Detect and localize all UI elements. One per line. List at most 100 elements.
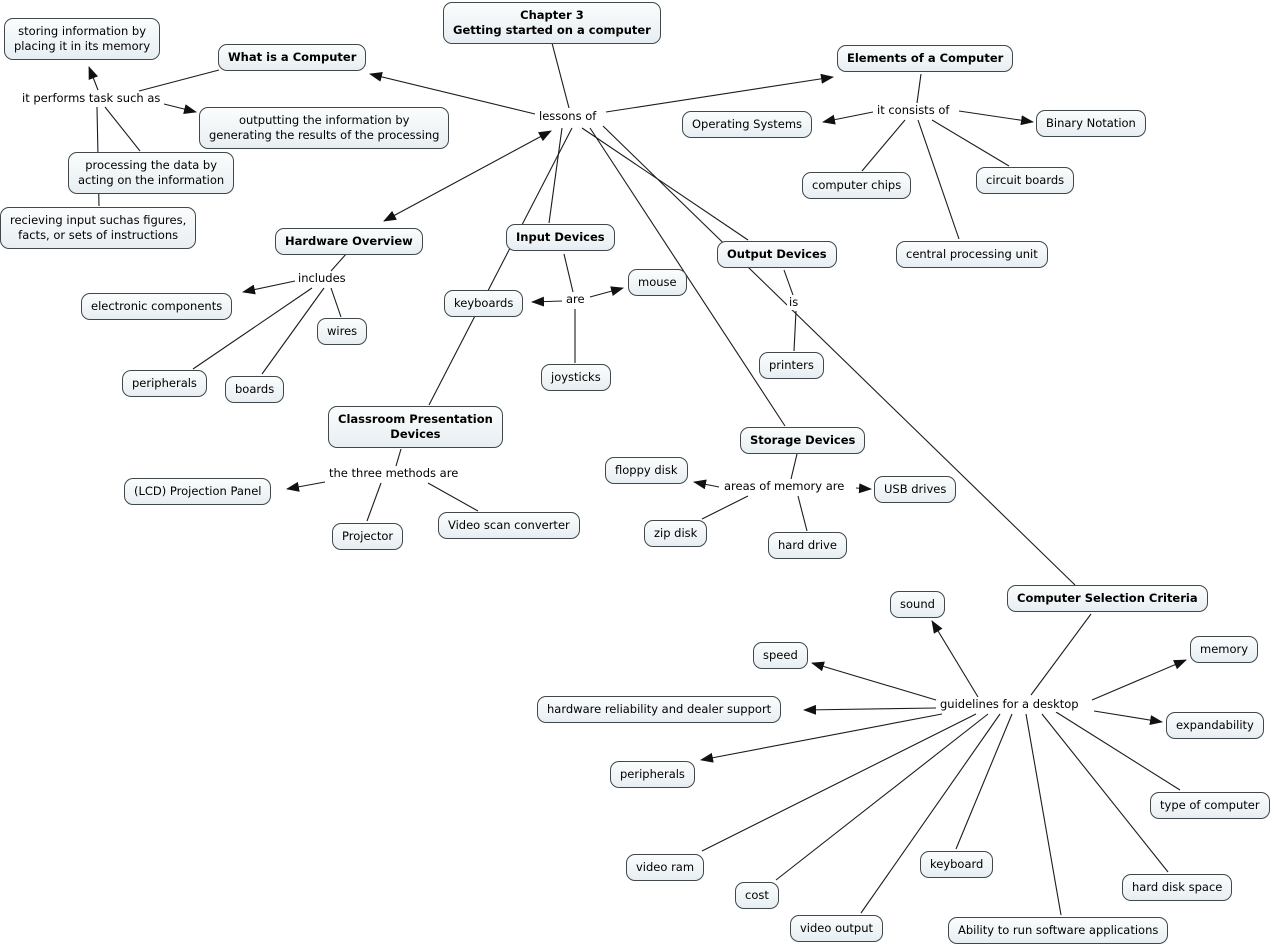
edge-csc-guidelines [1030,613,1092,696]
concept-operating-systems[interactable]: Operating Systems [682,111,813,138]
concept-printers[interactable]: printers [759,352,824,379]
concept-what-is-computer[interactable]: What is a Computer [218,44,367,71]
edge-guidelines-peripherals [700,713,943,763]
concept-storage-devices[interactable]: Storage Devices [740,427,866,454]
edge-storage-areas [790,453,798,480]
edge-output-is [783,269,794,296]
edge-consists-binary [958,110,1034,126]
concept-expandability[interactable]: expandability [1166,712,1264,739]
concept-speed[interactable]: speed [753,642,808,669]
edge-lessons-output [581,127,749,241]
concept-hard-drive[interactable]: hard drive [768,532,847,559]
concept-elements[interactable]: Elements of a Computer [837,45,1014,72]
concept-ability[interactable]: Ability to run software applications [948,917,1169,944]
edge-guidelines-typeof [1055,711,1181,791]
edge-areas-harddrive [797,495,808,532]
edge-lessons-csc [602,125,1076,586]
edge-are-mouse [589,286,624,298]
edge-areas-zip [701,495,749,520]
concept-zip-disk[interactable]: zip disk [644,520,708,547]
concept-output-devices[interactable]: Output Devices [717,241,837,268]
concept-usb-drives[interactable]: USB drives [874,476,957,503]
edge-lessons-hardware [383,130,552,222]
edge-lessons-elements [605,73,834,113]
edge-classroom-methods [395,448,402,467]
edge-consists-os [822,111,874,125]
edge-methods-projector [366,482,382,522]
phrase-it-performs[interactable]: it performs task such as [20,91,163,106]
concept-boards[interactable]: boards [225,376,285,403]
edge-are-keyboards [531,296,563,307]
concept-video-output[interactable]: video output [790,915,883,942]
phrase-is[interactable]: is [787,295,801,310]
concept-video-ram[interactable]: video ram [626,854,705,881]
phrase-are[interactable]: are [564,292,587,307]
phrase-it-consists[interactable]: it consists of [875,103,952,118]
phrase-lessons-of[interactable]: lessons of [537,109,599,124]
edge-includes-wires [330,287,342,318]
edge-includes-boards [261,287,325,375]
phrase-guidelines[interactable]: guidelines for a desktop [938,697,1081,712]
edge-consists-cpu [917,119,960,240]
edge-performs-storing [88,66,99,91]
concept-binary-notation[interactable]: Binary Notation [1036,110,1146,137]
edge-performs-processing [104,106,141,152]
edge-guidelines-speed [811,661,937,701]
phrase-areas-of-memory[interactable]: areas of memory are [722,479,847,494]
concept-keyboards[interactable]: keyboards [444,290,524,317]
edge-lessons-input [548,127,563,224]
phrase-includes[interactable]: includes [296,271,348,286]
edge-guidelines-videoram [701,713,977,852]
concept-hard-disk-space[interactable]: hard disk space [1122,874,1233,901]
edge-guidelines-reliability [803,704,937,715]
concept-type-of-computer[interactable]: type of computer [1150,792,1270,819]
edge-chapter3-lessons [551,42,570,109]
edge-methods-videoscan [427,482,479,512]
concept-sound[interactable]: sound [890,591,945,618]
concept-peripherals-guidelines[interactable]: peripherals [610,761,695,788]
concept-cpu[interactable]: central processing unit [896,241,1048,268]
edge-guidelines-sound [931,620,979,698]
concept-keyboard[interactable]: keyboard [920,851,994,878]
edge-lessons-whatis [369,71,536,115]
edge-lessons-classroom [428,127,573,406]
concept-hardware-overview[interactable]: Hardware Overview [275,228,423,255]
concept-electronic-components[interactable]: electronic components [81,293,233,320]
concept-memory[interactable]: memory [1190,636,1259,663]
edge-elements-consists [916,73,922,104]
edge-hardware-includes [330,252,348,272]
phrase-three-methods[interactable]: the three methods are [327,466,461,481]
edge-guidelines-expandability [1093,710,1163,726]
concept-processing[interactable]: processing the data by acting on the inf… [68,152,235,194]
concept-lcd-panel[interactable]: (LCD) Projection Panel [124,478,272,505]
concept-floppy-disk[interactable]: floppy disk [605,457,688,484]
concept-peripherals-hw[interactable]: peripherals [122,370,207,397]
concept-wires[interactable]: wires [317,318,368,345]
concept-input-devices[interactable]: Input Devices [506,224,615,251]
edge-areas-usb [855,483,872,494]
concept-mouse[interactable]: mouse [628,269,687,296]
edge-methods-lcd [286,481,326,492]
concept-outputting[interactable]: outputting the information by generating… [199,107,450,149]
concept-cost[interactable]: cost [735,882,779,909]
edge-input-are [563,253,574,293]
edge-areas-floppy [693,479,720,490]
concept-video-scan[interactable]: Video scan converter [438,512,580,539]
edge-is-printers [793,310,797,352]
edge-includes-electronic [242,280,296,295]
concept-chapter3[interactable]: Chapter 3 Getting started on a computer [443,2,661,44]
edge-guidelines-videooutput [860,713,1001,914]
concept-computer-chips[interactable]: computer chips [802,172,912,199]
concept-storing[interactable]: storing information by placing it in its… [4,18,161,60]
concept-circuit-boards[interactable]: circuit boards [976,167,1075,194]
edge-consists-circuit [931,119,1010,167]
concept-classroom[interactable]: Classroom Presentation Devices [328,406,503,448]
concept-projector[interactable]: Projector [332,523,404,550]
edge-guidelines-ability [1025,713,1062,916]
concept-hw-reliability[interactable]: hardware reliability and dealer support [537,696,782,723]
concept-joysticks[interactable]: joysticks [541,364,611,391]
concept-selection-criteria[interactable]: Computer Selection Criteria [1007,585,1208,612]
concept-recieving[interactable]: recieving input suchas figures, facts, o… [0,207,197,249]
edge-consists-chips [861,119,906,172]
